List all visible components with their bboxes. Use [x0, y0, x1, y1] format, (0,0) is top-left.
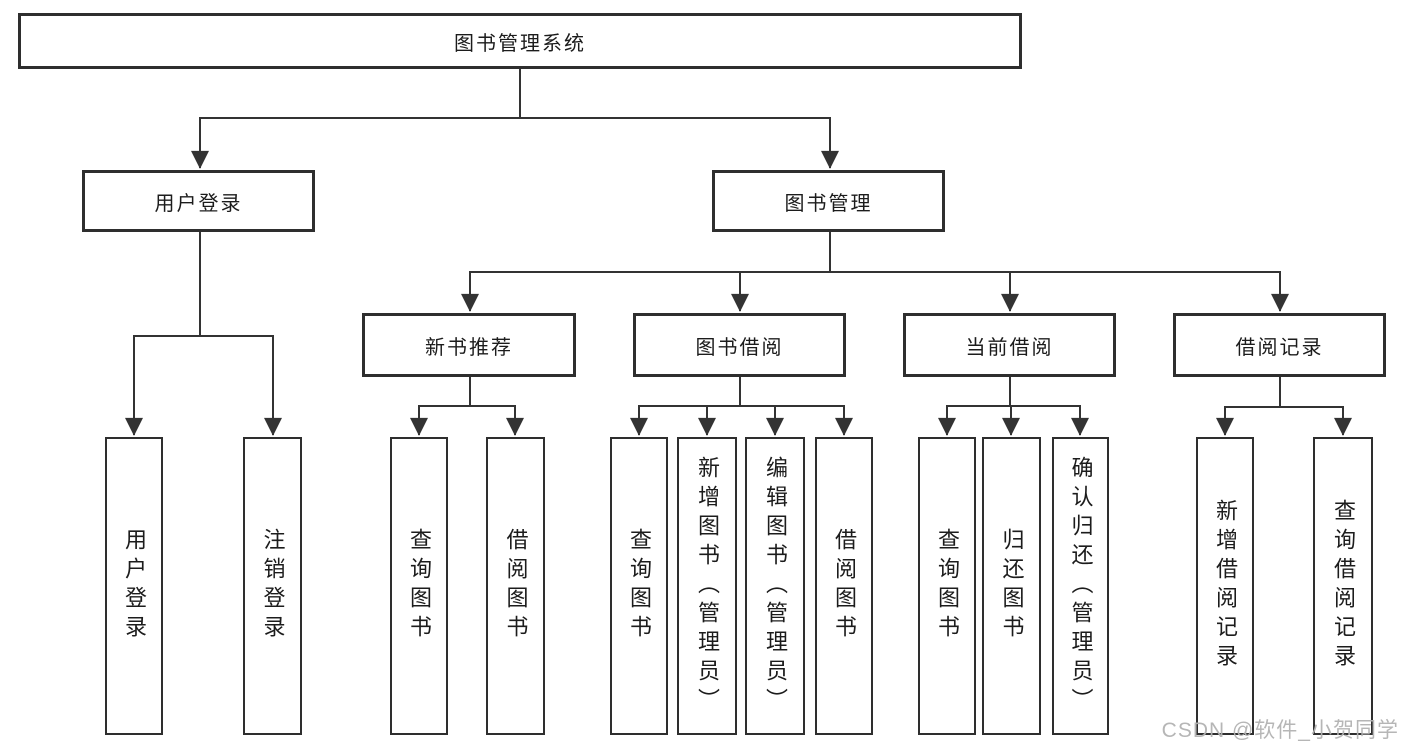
leaf-label: 查询图书 — [627, 528, 652, 644]
leaf-label: 借阅图书 — [832, 528, 857, 644]
node-label: 当前借阅 — [965, 336, 1054, 359]
node-borrow-records: 借阅记录 — [1173, 313, 1386, 377]
leaf-logout: 注销登录 — [243, 437, 302, 735]
leaf-query-books-recommend: 查询图书 — [390, 437, 448, 735]
leaf-borrow-book-recommend: 借阅图书 — [486, 437, 545, 735]
leaf-borrow-book: 借阅图书 — [815, 437, 873, 735]
leaf-add-borrow-record: 新增借阅记录 — [1196, 437, 1254, 735]
leaf-edit-book-admin: 编辑图书（管理员） — [745, 437, 805, 735]
leaf-label: 确认归还（管理员） — [1068, 455, 1094, 717]
leaf-label: 注销登录 — [260, 528, 286, 644]
leaf-label: 编辑图书（管理员） — [763, 455, 788, 717]
leaf-query-books-borrow: 查询图书 — [610, 437, 668, 735]
node-label: 图书管理系统 — [454, 32, 586, 55]
node-user-login: 用户登录 — [82, 170, 315, 232]
leaf-label: 查询图书 — [407, 528, 432, 644]
node-label: 用户登录 — [154, 192, 243, 215]
node-label: 借阅记录 — [1235, 336, 1324, 359]
leaf-user-login: 用户登录 — [105, 437, 163, 735]
leaf-return-book: 归还图书 — [982, 437, 1041, 735]
leaf-confirm-return-admin: 确认归还（管理员） — [1052, 437, 1109, 735]
node-book-borrow: 图书借阅 — [633, 313, 846, 377]
node-book-management: 图书管理 — [712, 170, 945, 232]
leaf-label: 借阅图书 — [503, 528, 529, 644]
node-library-management-system: 图书管理系统 — [18, 13, 1022, 69]
node-label: 新书推荐 — [425, 336, 513, 359]
leaf-label: 新增图书（管理员） — [695, 455, 720, 717]
leaf-add-book-admin: 新增图书（管理员） — [677, 437, 737, 735]
watermark: CSDN @软件_小贺同学 — [1161, 719, 1399, 742]
leaf-query-books-current: 查询图书 — [918, 437, 976, 735]
node-new-book-recommend: 新书推荐 — [362, 313, 576, 377]
leaf-label: 查询图书 — [935, 528, 960, 644]
node-label: 图书借阅 — [695, 336, 784, 359]
node-current-borrow: 当前借阅 — [903, 313, 1116, 377]
leaf-query-borrow-record: 查询借阅记录 — [1313, 437, 1373, 735]
leaf-label: 归还图书 — [999, 528, 1025, 644]
leaf-label: 用户登录 — [122, 528, 147, 644]
leaf-label: 新增借阅记录 — [1213, 499, 1238, 673]
leaf-label: 查询借阅记录 — [1331, 499, 1356, 673]
node-label: 图书管理 — [784, 192, 873, 215]
